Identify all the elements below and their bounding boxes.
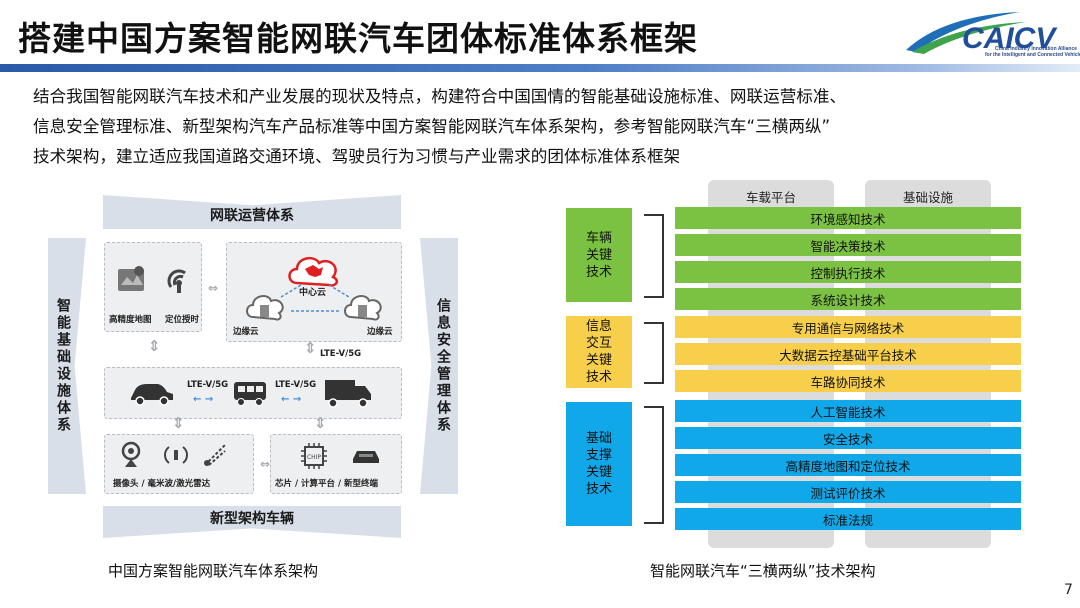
camera-icon	[121, 441, 141, 467]
intro-line: 技术架构，建立适应我国道路交通环境、驾驶员行为习惯与产业需求的团体标准体系框架	[33, 147, 681, 166]
title-underline-bar	[0, 64, 1080, 72]
panel-vehicles: LTE-V/5G ← → LTE-V/5G ← →	[104, 367, 402, 419]
page-number: 7	[1064, 582, 1073, 598]
arrow-network-operation-label: 网联运营体系	[210, 208, 294, 224]
radar-wave-icon	[164, 446, 188, 464]
category-line: 基础	[585, 431, 612, 446]
positioning-signal-icon	[167, 269, 186, 293]
logo-subtitle-line: for the Intelligent and Connected Vehicl…	[985, 52, 1080, 58]
tech-row: 高精度地图和定位技术	[675, 454, 1021, 476]
tech-row: 环境感知技术	[675, 207, 1021, 229]
arrow-smart-infrastructure-label: 智能基础设施体系	[55, 298, 71, 434]
tech-row: 测试评价技术	[675, 481, 1021, 503]
connector-double-arrow-icon: ⇔	[208, 281, 219, 295]
category-line: 支撑	[585, 448, 612, 463]
tech-row: 人工智能技术	[675, 400, 1021, 422]
label-edge-cloud-right: 边缘云	[367, 327, 393, 337]
label-hd-map: 高精度地图	[109, 315, 152, 325]
arrow-new-architecture-vehicle-label: 新型架构车辆	[210, 511, 294, 527]
bus-icon	[234, 382, 266, 406]
logo-wordmark: CAICV	[962, 22, 1058, 55]
category-line: 技术	[585, 370, 612, 385]
tech-row: 系统设计技术	[675, 288, 1021, 310]
chip-icon: CHIP	[301, 443, 327, 469]
pillar-infrastructure-label: 基础设施	[902, 190, 953, 205]
pillar-vehicle-platform-label: 车载平台	[745, 190, 796, 205]
truck-icon	[325, 380, 371, 408]
bracket-vehicle	[644, 214, 664, 298]
label-positioning: 定位授时	[165, 315, 200, 325]
label-center-cloud: 中心云	[299, 288, 327, 298]
category-vehicle-key-tech: 车辆 关键 技术	[566, 208, 632, 302]
panel-sensors: 摄像头 / 毫米波/激光雷达	[104, 434, 254, 494]
tech-row: 车路协同技术	[675, 370, 1021, 392]
three-horizontal-two-vertical-diagram: 车载平台 基础设施 车辆 关键 技术 信息 交互 关键 技术 基础 支撑 关键 …	[560, 180, 1030, 550]
logo-subtitle: China Industry Innovation Alliance for t…	[985, 46, 1080, 58]
tech-row: 标准法规	[675, 508, 1021, 530]
caicv-logo: CAICV	[902, 6, 1078, 62]
panel-chip-platform: CHIP 芯片 / 计算平台 / 新型终端	[270, 434, 402, 494]
category-line: 交互	[585, 336, 612, 351]
category-line: 车辆	[585, 230, 612, 246]
bracket-foundation	[644, 406, 664, 524]
cloud-link-arrows-icon	[280, 284, 350, 312]
label-sensors: 摄像头 / 毫米波/激光雷达	[113, 479, 211, 489]
arrow-information-security-label: 信息安全管理体系	[435, 298, 451, 434]
edge-cloud-right-icon	[344, 295, 382, 321]
label-edge-cloud-left: 边缘云	[233, 327, 259, 337]
terminal-device-icon	[353, 451, 379, 463]
bracket-info-interaction	[644, 322, 664, 384]
v2v-arrow-icon: ← →	[193, 394, 214, 405]
connector-vertical-icon: ⇕	[314, 414, 327, 432]
category-line: 关键	[585, 353, 612, 368]
right-diagram-caption: 智能网联汽车“三横两纵”技术架构	[650, 562, 876, 580]
label-lte-v1: LTE-V/5G	[187, 380, 229, 390]
tech-row: 大数据云控基础平台技术	[675, 343, 1021, 365]
panel-cloud: 中心云 边缘云 边缘云	[226, 242, 402, 342]
tech-row: 专用通信与网络技术	[675, 316, 1021, 338]
arrow-network-operation: 网联运营体系	[103, 195, 401, 229]
left-diagram-caption: 中国方案智能网联汽车体系架构	[108, 562, 319, 580]
tech-row: 智能决策技术	[675, 234, 1021, 256]
edge-cloud-left-icon	[246, 295, 284, 321]
category-line: 关键	[585, 247, 612, 263]
panel-map-positioning: 高精度地图 定位授时	[104, 242, 202, 332]
arrow-information-security: 信息安全管理体系	[420, 238, 458, 494]
tech-row: 控制执行技术	[675, 261, 1021, 283]
chip-icon-text: CHIP	[307, 454, 321, 461]
china-solution-architecture-diagram: 网联运营体系 新型架构车辆 智能基础设施体系 信息安全管理体系 高精度地图 定位…	[48, 190, 458, 538]
label-chip-platform: 芯片 / 计算平台 / 新型终端	[275, 479, 379, 489]
arrow-smart-infrastructure: 智能基础设施体系	[48, 238, 86, 494]
tech-row: 安全技术	[675, 427, 1021, 449]
connector-vertical-icon: ⇕	[304, 339, 317, 357]
category-line: 关键	[585, 465, 612, 480]
connector-vertical-icon: ⇕	[148, 337, 161, 355]
page-title: 搭建中国方案智能网联汽车团体标准体系框架	[18, 19, 698, 58]
center-cloud-icon	[288, 256, 339, 287]
category-line: 技术	[585, 264, 612, 280]
intro-line: 结合我国智能网联汽车技术和产业发展的现状及特点，构建符合中国国情的智能基础设施标…	[33, 87, 847, 106]
v2v-arrow-icon: ← →	[281, 394, 302, 405]
connector-vertical-icon: ⇕	[172, 414, 185, 432]
logo-subtitle-line: China Industry Innovation Alliance	[994, 46, 1077, 52]
intro-paragraph: 结合我国智能网联汽车技术和产业发展的现状及特点，构建符合中国国情的智能基础设施标…	[33, 82, 1053, 172]
intro-line: 信息安全管理标准、新型架构汽车产品标准等中国方案智能网联汽车体系架构，参考智能网…	[33, 117, 831, 136]
caicv-logo-swoosh-icon: CAICV	[906, 12, 1058, 55]
category-info-interaction-key-tech: 信息 交互 关键 技术	[566, 316, 632, 388]
lidar-icon	[204, 444, 226, 466]
map-icon	[118, 266, 144, 291]
label-lte-v2: LTE-V/5G	[275, 380, 317, 390]
connector-double-arrow-icon: ⇔	[260, 457, 271, 471]
category-line: 信息	[585, 319, 612, 334]
label-lte-upper: LTE-V/5G	[320, 349, 362, 359]
car-icon	[131, 384, 173, 406]
category-foundation-support-key-tech: 基础 支撑 关键 技术	[566, 402, 632, 526]
category-line: 技术	[585, 482, 612, 497]
arrow-new-architecture-vehicle: 新型架构车辆	[103, 506, 401, 538]
